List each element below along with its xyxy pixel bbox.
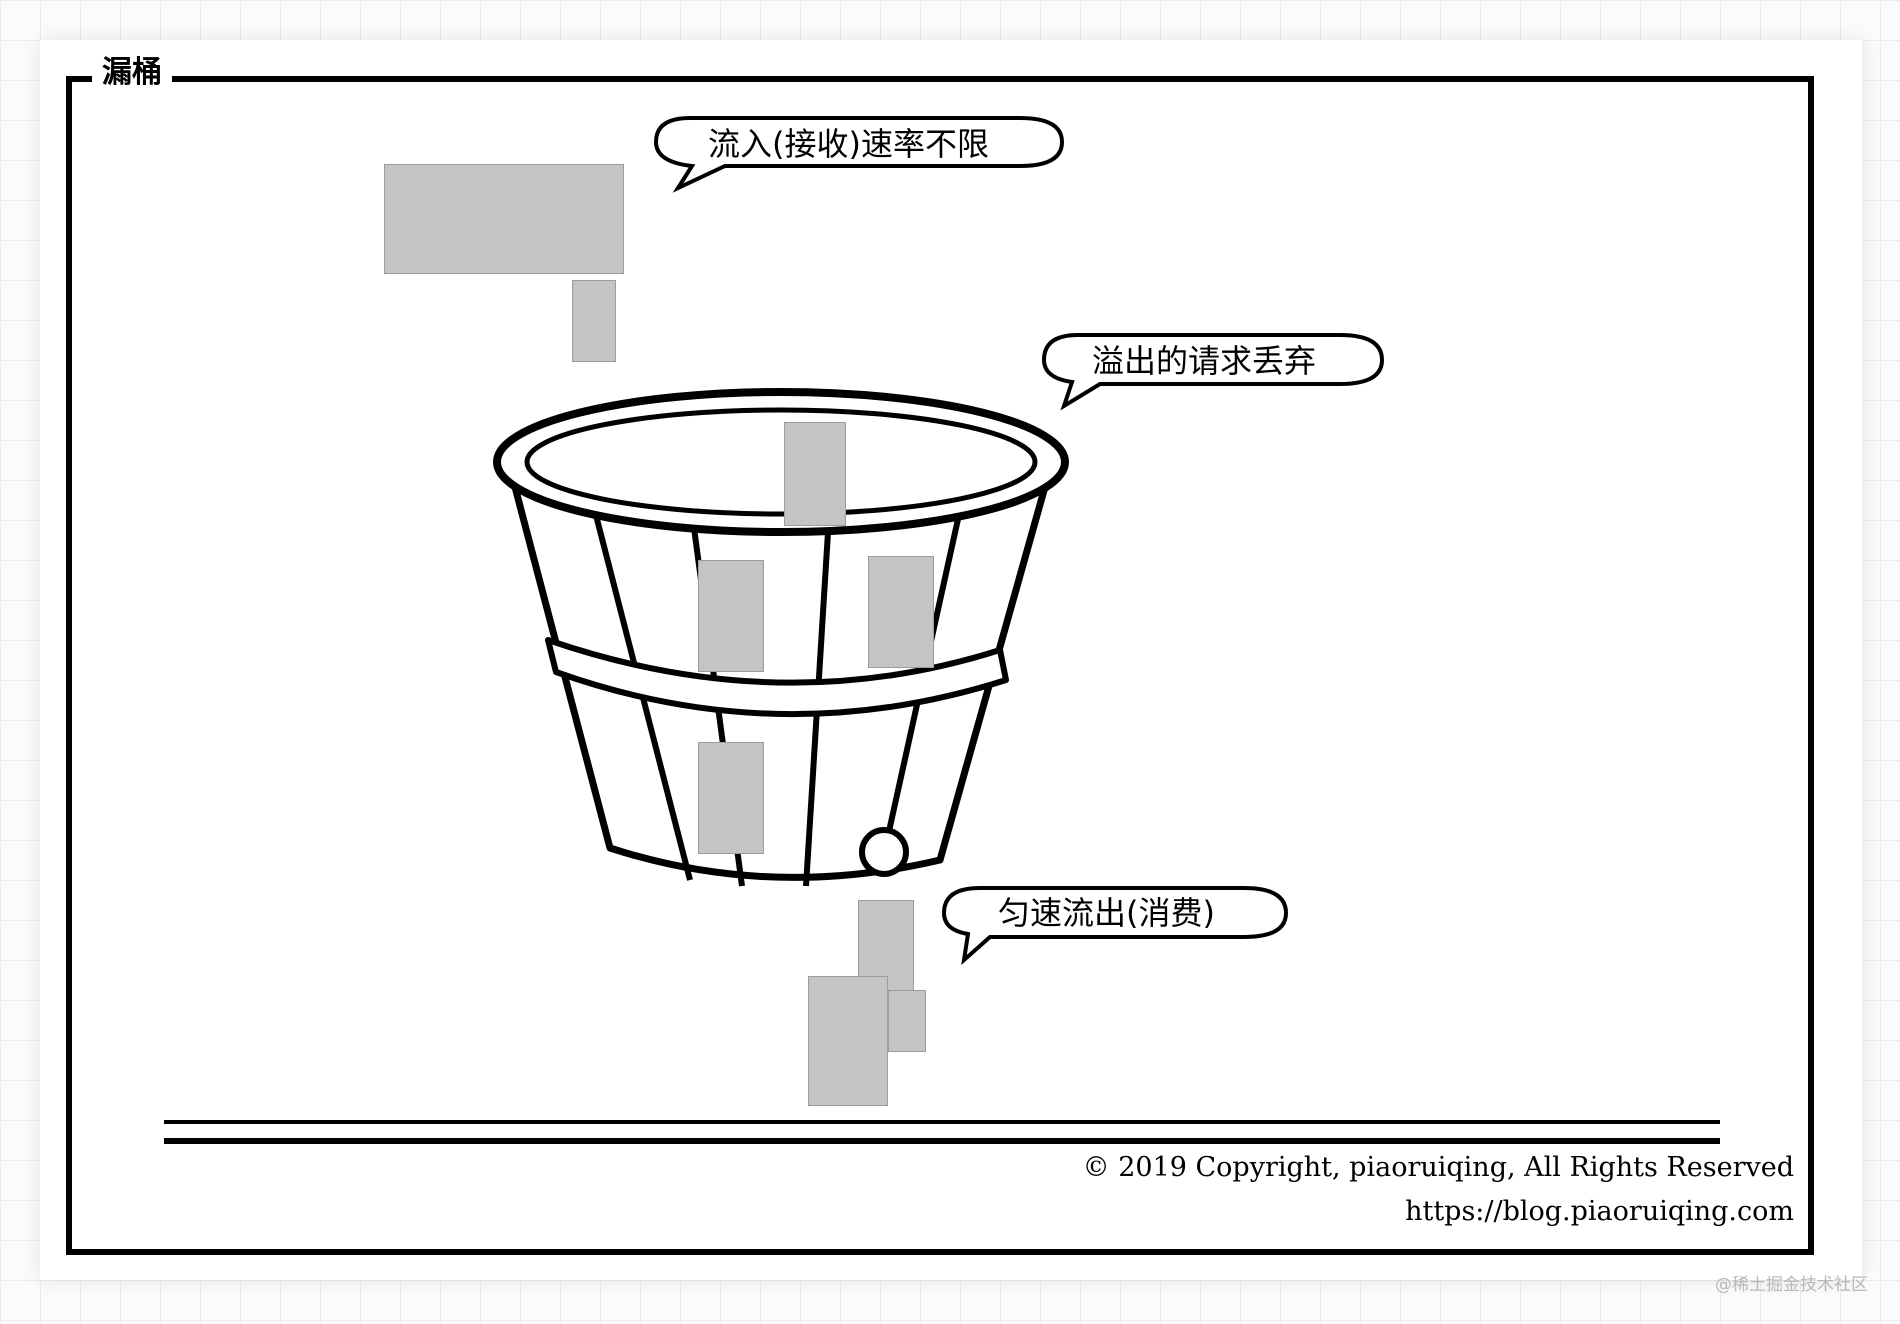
water-drop (572, 280, 616, 362)
water-drop (868, 556, 934, 668)
water-drop (698, 742, 764, 854)
faucet (384, 164, 624, 274)
label-inflow: 流入(接收)速率不限 (708, 125, 989, 163)
bubble-inflow (653, 116, 1065, 193)
diagram-frame (66, 76, 1814, 1255)
water-drop (888, 990, 926, 1052)
water-drop (808, 976, 888, 1106)
bucket (493, 388, 1069, 887)
water-drop (784, 422, 846, 526)
footer-rule (164, 1120, 1720, 1144)
diagram-title: 漏桶 (92, 48, 172, 98)
bubble-overflow (1041, 333, 1385, 411)
source-url: https://blog.piaoruiqing.com (1405, 1196, 1794, 1227)
bubble-outflow (941, 886, 1289, 966)
label-outflow: 匀速流出(消费) (998, 894, 1215, 932)
water-drop (698, 560, 764, 672)
watermark: @稀土掘金技术社区 (1715, 1275, 1868, 1295)
label-overflow: 溢出的请求丢弃 (1092, 342, 1317, 380)
copyright-text: © 2019 Copyright, piaoruiqing, All Right… (1082, 1152, 1794, 1183)
